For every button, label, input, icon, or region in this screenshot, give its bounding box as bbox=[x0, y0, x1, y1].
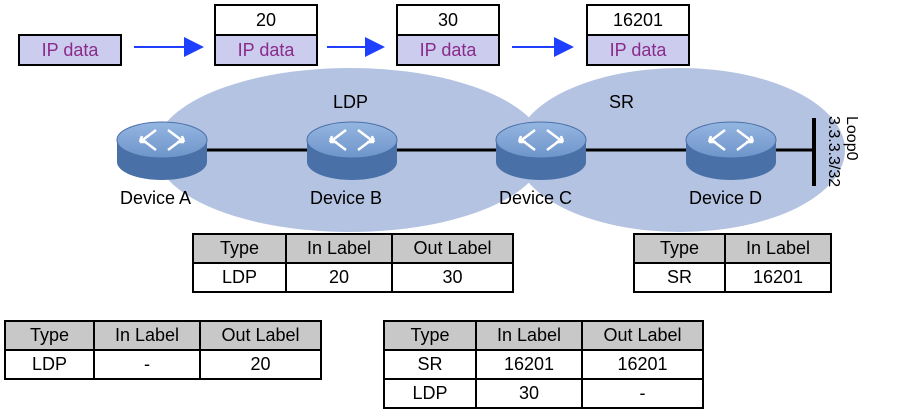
table-cell: SR bbox=[383, 349, 477, 380]
device-c-label: Device C bbox=[499, 188, 573, 208]
table-header: Type bbox=[633, 233, 726, 264]
table-header: Type bbox=[4, 320, 95, 351]
table-row: LDP 20 30 bbox=[192, 262, 514, 293]
table-header: In Label bbox=[475, 320, 583, 351]
packet-payload: IP data bbox=[214, 34, 318, 66]
packet-label-20: 20 IP data bbox=[214, 4, 318, 66]
table-cell: LDP bbox=[4, 349, 95, 380]
loopback-address: 3.3.3.3/32 bbox=[825, 116, 842, 188]
ldp-domain-label: LDP bbox=[333, 92, 369, 112]
table-cell: - bbox=[581, 378, 704, 409]
packet-label-30: 30 IP data bbox=[396, 4, 500, 66]
packet-label: 16201 bbox=[586, 4, 690, 34]
table-cell: 16201 bbox=[724, 262, 832, 293]
table-cell: - bbox=[93, 349, 201, 380]
device-b-label: Device B bbox=[310, 188, 383, 208]
packet-label: 20 bbox=[214, 4, 318, 34]
router-icon bbox=[116, 121, 208, 180]
table-cell: SR bbox=[633, 262, 726, 293]
device-a-label-table: Type In Label Out Label LDP - 20 bbox=[4, 320, 322, 380]
table-row: LDP 30 - bbox=[383, 378, 704, 409]
table-header: Type bbox=[192, 233, 287, 264]
packet-label: 30 bbox=[396, 4, 500, 34]
table-header: Out Label bbox=[581, 320, 704, 351]
table-header: Out Label bbox=[391, 233, 514, 264]
device-d-label-table: Type In Label SR 16201 bbox=[633, 233, 832, 293]
router-icon bbox=[306, 121, 398, 180]
table-cell: 30 bbox=[391, 262, 514, 293]
device-c-label-table: Type In Label Out Label SR 16201 16201 L… bbox=[383, 320, 704, 409]
table-cell: 20 bbox=[285, 262, 393, 293]
table-row: SR 16201 16201 bbox=[383, 349, 704, 380]
router-icon bbox=[495, 121, 587, 180]
table-header: In Label bbox=[285, 233, 393, 264]
router-icon bbox=[685, 121, 777, 180]
table-cell: LDP bbox=[383, 378, 477, 409]
table-cell: 16201 bbox=[475, 349, 583, 380]
packet-payload: IP data bbox=[18, 34, 122, 66]
packet-label-16201: 16201 IP data bbox=[586, 4, 690, 66]
device-d-label: Device D bbox=[689, 188, 763, 208]
table-header: In Label bbox=[724, 233, 832, 264]
packet-payload: IP data bbox=[396, 34, 500, 66]
loopback-label: Loop0 3.3.3.3/32 bbox=[824, 116, 860, 187]
device-a-label: Device A bbox=[120, 188, 192, 208]
loopback-name: Loop0 bbox=[843, 116, 860, 161]
table-cell: LDP bbox=[192, 262, 287, 293]
device-b-label-table: Type In Label Out Label LDP 20 30 bbox=[192, 233, 514, 293]
table-header: Type bbox=[383, 320, 477, 351]
sr-domain-label: SR bbox=[609, 92, 635, 112]
table-header: In Label bbox=[93, 320, 201, 351]
table-row: SR 16201 bbox=[633, 262, 832, 293]
table-cell: 30 bbox=[475, 378, 583, 409]
table-row: LDP - 20 bbox=[4, 349, 322, 380]
table-cell: 16201 bbox=[581, 349, 704, 380]
packet-payload: IP data bbox=[586, 34, 690, 66]
table-header: Out Label bbox=[199, 320, 322, 351]
packet-source: IP data bbox=[18, 34, 122, 66]
table-cell: 20 bbox=[199, 349, 322, 380]
